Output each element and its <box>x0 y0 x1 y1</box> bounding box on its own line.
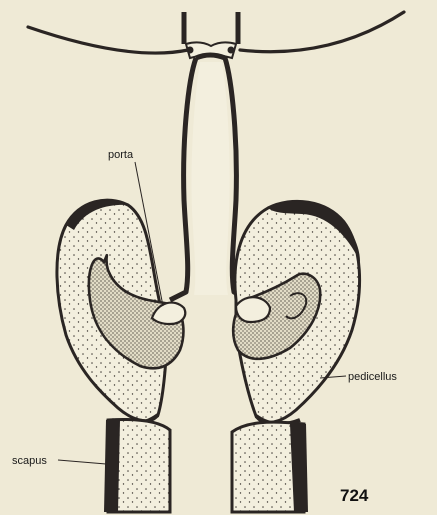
figure-number: 724 <box>340 486 369 505</box>
scapus-left <box>104 419 170 512</box>
label-porta: porta <box>108 149 134 161</box>
label-pedicellus: pedicellus <box>348 371 397 383</box>
scapus-right <box>232 422 308 512</box>
pedicellus-left <box>57 200 185 421</box>
scapus-leader <box>58 460 106 464</box>
pedicellus-right <box>233 201 360 422</box>
antennal-socket <box>184 12 238 58</box>
label-scapus: scapus <box>12 455 47 467</box>
